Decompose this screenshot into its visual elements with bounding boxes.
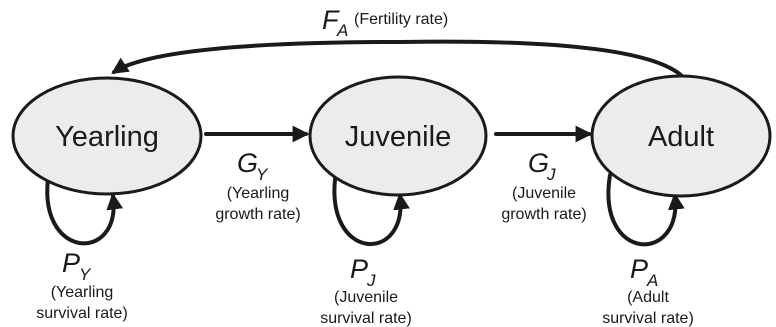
juvenile-growth-subscript: J [546, 165, 556, 184]
adult-node: Adult [590, 74, 772, 198]
yearling-growth-line2: growth rate) [215, 206, 300, 223]
juvenile-growth-label: G J (Juvenile growth rate) [501, 148, 586, 223]
juvenile-label: Juvenile [345, 121, 451, 153]
fertility-symbol: F [322, 5, 340, 35]
yearling-node: Yearling [11, 76, 203, 196]
yearling-label: Yearling [55, 121, 159, 153]
juvenile-survival-label: P J (Juvenile survival rate) [320, 254, 412, 327]
juvenile-growth-line1: (Juvenile [512, 185, 576, 202]
adult-survival-label: P A (Adult survival rate) [602, 254, 694, 327]
yearling-growth-line1: (Yearling [227, 185, 290, 202]
juvenile-survival-subscript: J [366, 271, 376, 290]
yearling-survival-loop [45, 170, 124, 246]
fertility-subscript: A [336, 21, 348, 40]
yearling-growth-symbol: G [237, 148, 258, 178]
fertility-description: (Fertility rate) [354, 11, 448, 28]
fertility-arrow [111, 39, 684, 78]
adult-label: Adult [648, 121, 714, 153]
juvenile-survival-symbol: P [350, 254, 368, 284]
juvenile-growth-line2: growth rate) [501, 206, 586, 223]
adult-survival-subscript: A [646, 271, 658, 290]
adult-survival-line2: survival rate) [602, 310, 694, 327]
juvenile-survival-line2: survival rate) [320, 310, 412, 327]
yearling-growth-label: G Y (Yearling growth rate) [215, 148, 300, 223]
yearling-survival-line1: (Yearling [51, 284, 114, 301]
yearling-growth-subscript: Y [256, 165, 269, 184]
juvenile-survival-loop [332, 170, 410, 246]
yearling-survival-symbol: P [62, 248, 80, 278]
juvenile-survival-line1: (Juvenile [334, 289, 398, 306]
fertility-label: F A (Fertility rate) [322, 5, 448, 40]
adult-survival-symbol: P [630, 254, 648, 284]
yearling-survival-line2: survival rate) [36, 305, 128, 322]
adult-survival-loop [606, 173, 685, 247]
yearling-survival-label: P Y (Yearling survival rate) [36, 248, 128, 322]
juvenile-growth-symbol: G [528, 148, 549, 178]
juvenile-node: Juvenile [308, 75, 488, 197]
yearling-survival-subscript: Y [79, 265, 92, 284]
adult-survival-line1: (Adult [627, 289, 669, 306]
